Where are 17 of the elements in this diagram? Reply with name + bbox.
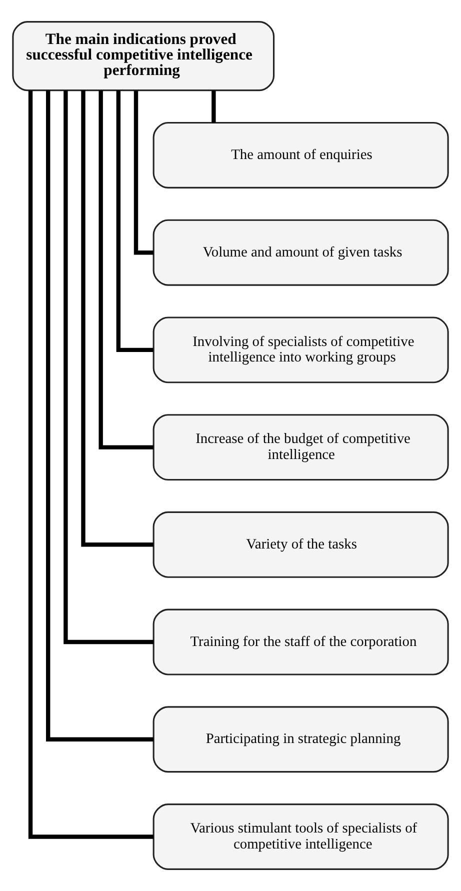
node-box: Increase of the budget of competitive intelligence bbox=[152, 414, 449, 481]
node-box: Volume and amount of given tasks bbox=[152, 219, 449, 286]
node-box: Training for the staff of the corporation bbox=[152, 608, 449, 676]
node-box: Participating in strategic planning bbox=[152, 706, 449, 773]
node-box: Involving of specialists of competitive intelligence into working groups bbox=[152, 316, 449, 384]
node-box: The main indications proved successful competitive intelligence performing bbox=[12, 21, 275, 92]
connector bbox=[98, 90, 154, 450]
connector bbox=[46, 90, 154, 742]
node-box: Variety of the tasks bbox=[152, 511, 449, 578]
connector bbox=[212, 90, 216, 123]
connector bbox=[116, 90, 154, 352]
connector bbox=[81, 90, 154, 547]
connector bbox=[28, 90, 154, 839]
node-box: Various stimulant tools of specialists of competitive intelligence bbox=[152, 804, 449, 870]
connector bbox=[134, 90, 154, 255]
node-box: The amount of enquiries bbox=[152, 122, 449, 188]
connector bbox=[64, 90, 154, 644]
